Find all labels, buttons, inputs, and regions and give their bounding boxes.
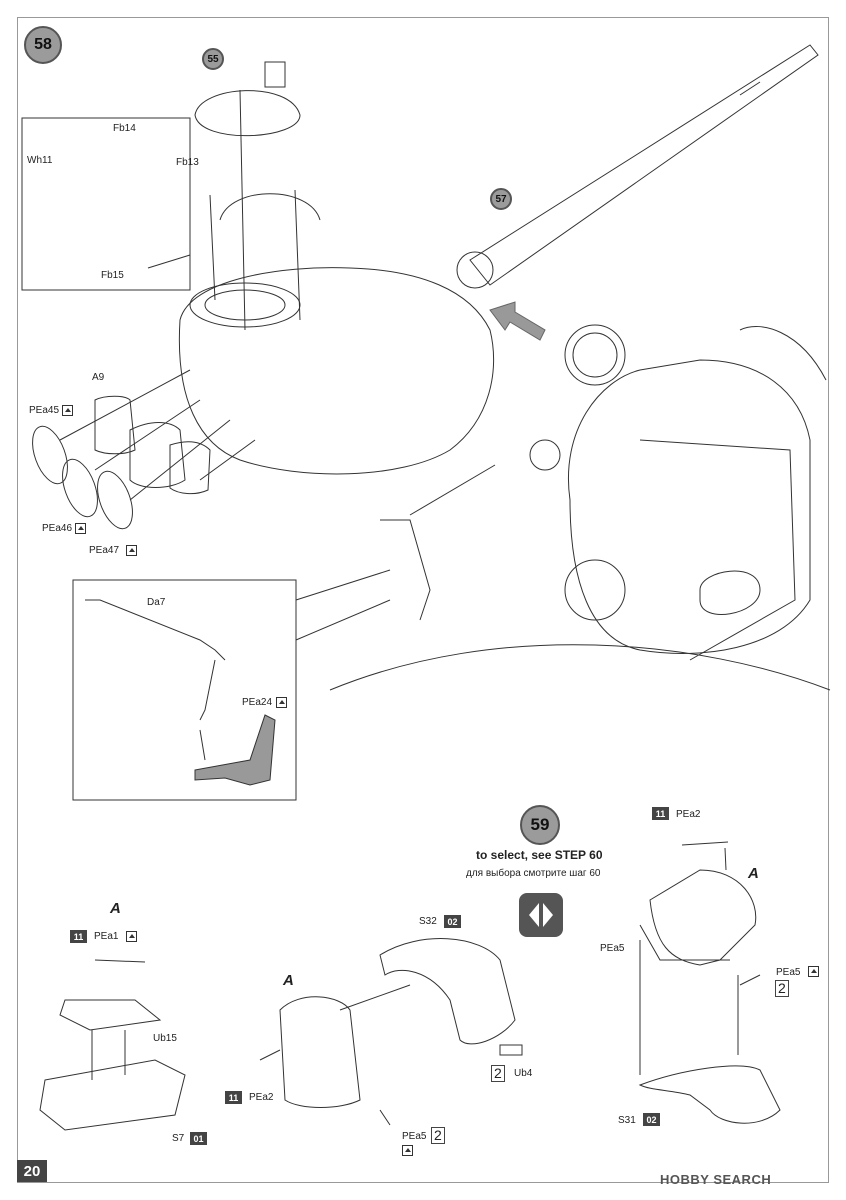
- cupola-55: [194, 90, 301, 137]
- inset-box-periscope: [21, 117, 191, 291]
- select-note-en: to select, see STEP 60: [476, 848, 603, 862]
- photo-etch-icon: [402, 1145, 413, 1156]
- multiplier-x2: 2: [491, 1065, 505, 1082]
- label-a9: A9: [92, 372, 105, 383]
- multiplier-x2: 2: [431, 1127, 445, 1144]
- subassembly-55-badge: 55: [202, 48, 224, 70]
- lever-detail: [85, 599, 226, 661]
- cover-s32: [379, 938, 516, 1045]
- page-number: 20: [17, 1160, 47, 1182]
- photo-etch-icon: [62, 405, 73, 416]
- step-58-badge: 58: [24, 26, 62, 64]
- label-a-mid: A: [283, 972, 294, 989]
- sprue-tag-01: 01: [190, 1132, 207, 1145]
- watermark: HOBBY SEARCH: [660, 1172, 772, 1187]
- label-pea1: PEa1: [94, 931, 119, 942]
- label-pea5-mid: PEa5: [402, 1131, 427, 1142]
- label-fb14: Fb14: [113, 123, 136, 134]
- label-pea24: PEa24: [242, 697, 273, 708]
- label-s7: S7: [172, 1133, 185, 1144]
- sprue-tag-11: 11: [70, 930, 87, 943]
- step-59-badge: 59: [520, 805, 560, 845]
- gun-barrel: [469, 44, 819, 286]
- label-da7: Da7: [147, 597, 166, 608]
- grille-ub15: [59, 999, 162, 1031]
- multiplier-x2: 2: [775, 980, 789, 997]
- sprue-tag-11: 11: [652, 807, 669, 820]
- label-pea5-r2: PEa5: [776, 967, 801, 978]
- label-ub15: Ub15: [153, 1033, 177, 1044]
- part-a-right: [649, 869, 757, 966]
- label-s32: S32: [419, 916, 437, 927]
- tray-s7: [39, 1059, 186, 1131]
- subassembly-57-badge: 57: [490, 188, 512, 210]
- label-a-left: A: [110, 900, 121, 917]
- sprue-tag-02: 02: [643, 1113, 660, 1126]
- label-pea47: PEa47: [89, 545, 120, 556]
- select-note-ru: для выбора смотрите шаг 60: [466, 868, 601, 879]
- photo-etch-icon: [808, 966, 819, 977]
- label-wh11: Wh11: [27, 155, 53, 166]
- ring-pea46: [62, 458, 98, 518]
- part-a-mid: [279, 996, 361, 1108]
- label-pea45: PEa45: [29, 405, 60, 416]
- photo-etch-icon: [126, 545, 137, 556]
- ring-pea47: [97, 470, 133, 530]
- turret-right: [568, 359, 811, 654]
- sprue-tag-02: 02: [444, 915, 461, 928]
- inset-box-bracket: [72, 579, 297, 801]
- turret-left: [178, 267, 495, 475]
- label-fb15: Fb15: [101, 270, 124, 281]
- label-s31: S31: [618, 1115, 636, 1126]
- lever-da7: [380, 519, 431, 621]
- photo-etch-icon: [126, 931, 137, 942]
- label-pea5-r1: PEa5: [600, 943, 625, 954]
- hatch-ring-fb13: [219, 193, 321, 221]
- sprue-tag-11: 11: [225, 1091, 242, 1104]
- searchlight: [564, 324, 626, 386]
- ring-pea45: [32, 425, 68, 485]
- page-frame: [17, 17, 829, 1183]
- tray-s31: [638, 1065, 781, 1124]
- label-fb13: Fb13: [176, 157, 199, 168]
- bracket-pea24: [194, 714, 276, 786]
- direction-arrow-icon: [489, 301, 546, 341]
- label-pea2-right: PEa2: [676, 809, 701, 820]
- photo-etch-icon: [276, 697, 287, 708]
- label-pea46: PEa46: [42, 523, 73, 534]
- label-a-right: A: [748, 865, 759, 882]
- label-ub4: Ub4: [514, 1068, 533, 1079]
- label-pea2-mid: PEa2: [249, 1092, 274, 1103]
- select-option-icon: [519, 893, 563, 937]
- photo-etch-icon: [75, 523, 86, 534]
